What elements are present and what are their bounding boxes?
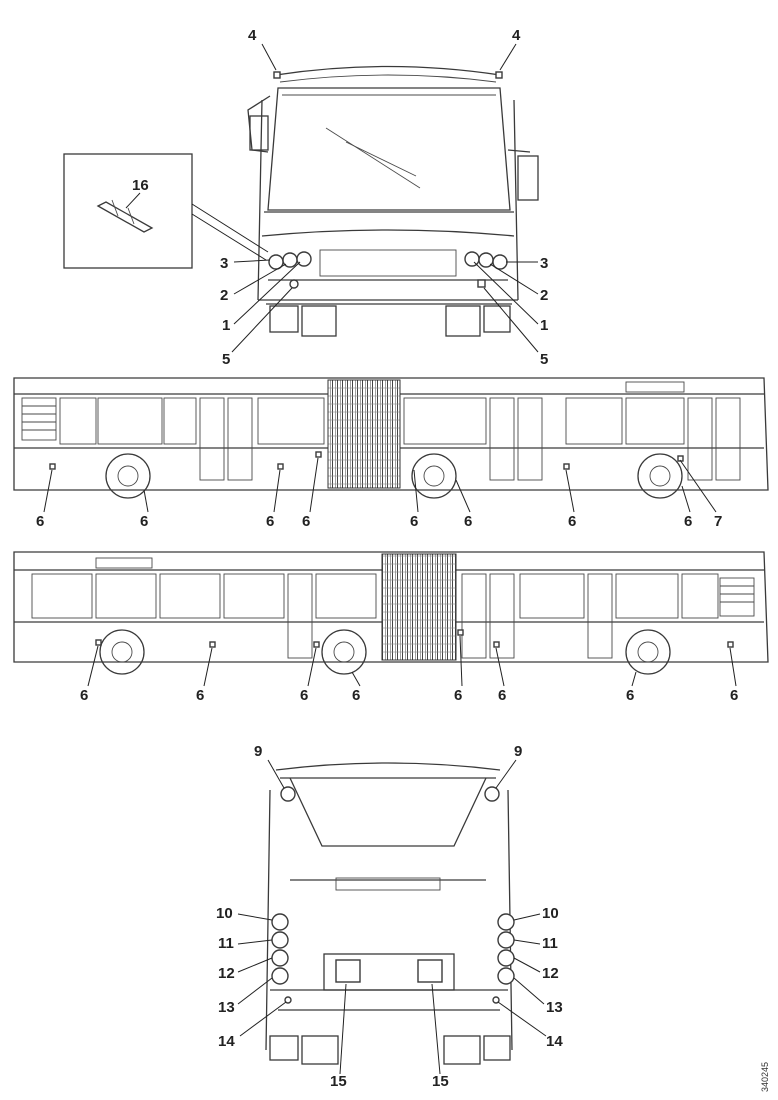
- side-view-upper: [13, 377, 769, 499]
- callout-4-right: 4: [512, 27, 521, 44]
- lamp-detail-inset: [63, 153, 269, 269]
- callout-6-k: 6: [300, 687, 308, 704]
- callout-5-left: 5: [222, 351, 230, 368]
- side-view-lower: [13, 551, 769, 675]
- callout-6-e: 6: [410, 513, 418, 530]
- callout-6-n: 6: [498, 687, 506, 704]
- callout-11-left: 11: [218, 935, 234, 952]
- callout-6-i: 6: [80, 687, 88, 704]
- callout-12-left: 12: [218, 965, 235, 982]
- callout-1-left: 1: [222, 317, 230, 334]
- callout-1-right: 1: [540, 317, 548, 334]
- callout-6-j: 6: [196, 687, 204, 704]
- callout-15-left: 15: [330, 1073, 347, 1090]
- callout-15-right: 15: [432, 1073, 449, 1090]
- side-lower-callouts: 6 6 6 6 6 6 6 6: [80, 635, 738, 704]
- callout-6-o: 6: [626, 687, 634, 704]
- callout-6-b: 6: [140, 513, 148, 530]
- callout-11-right: 11: [542, 935, 558, 952]
- side-upper-callouts: 6 6 6 6 6 6 6 6 7: [36, 457, 722, 530]
- callout-13-right: 13: [546, 999, 563, 1016]
- callout-2-left: 2: [220, 287, 228, 304]
- rear-callouts: 9 9 10 10 11 11 12 12 13 13 14 14 15 15: [216, 743, 563, 1090]
- callout-12-right: 12: [542, 965, 559, 982]
- callout-6-l: 6: [352, 687, 360, 704]
- drawing-reference: 340245: [760, 1062, 770, 1092]
- callout-10-right: 10: [542, 905, 559, 922]
- callout-9-right: 9: [514, 743, 522, 760]
- front-view: [247, 65, 539, 337]
- rear-view: [265, 762, 515, 1065]
- callout-10-left: 10: [216, 905, 233, 922]
- callout-6-d: 6: [302, 513, 310, 530]
- callout-6-f: 6: [464, 513, 472, 530]
- callout-3-right: 3: [540, 255, 548, 272]
- callout-13-left: 13: [218, 999, 235, 1016]
- callout-7: 7: [714, 513, 722, 530]
- callout-16: 16: [132, 177, 149, 194]
- callout-14-left: 14: [218, 1033, 235, 1050]
- callout-6-m: 6: [454, 687, 462, 704]
- callout-9-left: 9: [254, 743, 262, 760]
- callout-2-right: 2: [540, 287, 548, 304]
- callout-6-p: 6: [730, 687, 738, 704]
- callout-14-right: 14: [546, 1033, 563, 1050]
- callout-6-a: 6: [36, 513, 44, 530]
- callout-4-left: 4: [248, 27, 257, 44]
- callout-6-g: 6: [568, 513, 576, 530]
- callout-6-h: 6: [684, 513, 692, 530]
- callout-5-right: 5: [540, 351, 548, 368]
- callout-3-left: 3: [220, 255, 228, 272]
- callout-6-c: 6: [266, 513, 274, 530]
- front-callouts: 4 4 16 3 2 1 5 3 2 1 5: [125, 27, 548, 368]
